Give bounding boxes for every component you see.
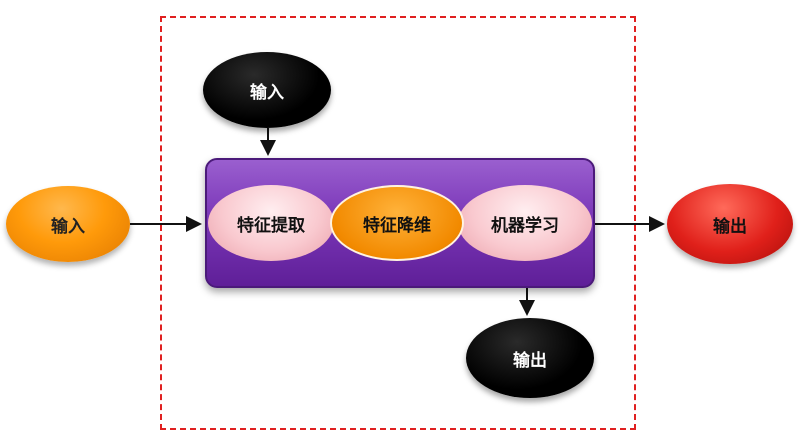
left-input-node: 输入 [6,186,130,262]
step-machine-learning: 机器学习 [458,185,592,261]
top-input-label: 输入 [250,82,284,103]
step-dimensionality-reduction: 特征降维 [330,185,464,261]
right-output-node: 输出 [667,184,793,264]
bottom-output-label: 输出 [513,350,547,371]
step-dimensionality-reduction-label: 特征降维 [363,215,431,236]
top-input-node: 输入 [203,52,331,128]
step-feature-extraction: 特征提取 [208,185,334,261]
step-feature-extraction-label: 特征提取 [237,215,305,236]
left-input-label: 输入 [51,216,85,237]
bottom-output-node: 输出 [466,318,594,398]
step-machine-learning-label: 机器学习 [491,215,559,236]
right-output-label: 输出 [713,216,747,237]
